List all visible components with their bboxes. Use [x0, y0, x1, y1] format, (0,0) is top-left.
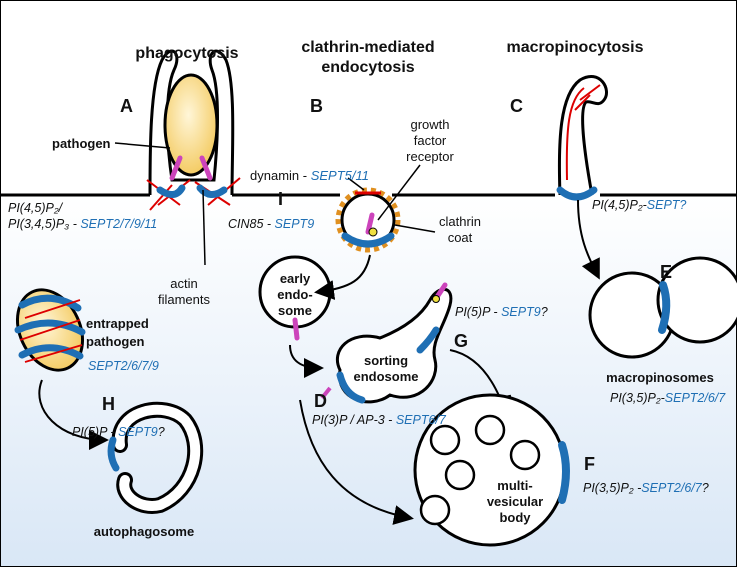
heading-clathrin-1: clathrin-mediated — [301, 39, 434, 56]
label-some: some — [278, 303, 312, 318]
label-actin: actin — [170, 276, 197, 291]
anno-a2: PI(3,4,5)P₃ - SEPT2/7/9/11 — [8, 217, 157, 231]
letter-a: A — [120, 96, 133, 116]
anno-d: PI(3)P / AP-3 - SEPT6/7 — [312, 413, 447, 427]
anno-entrapped: SEPT2/6/7/9 — [88, 359, 159, 373]
anno-dynamin: dynamin - SEPT5/11 — [250, 168, 369, 183]
label-coat: coat — [448, 230, 473, 245]
pathogen-shape — [163, 73, 219, 177]
label-endo: endo- — [277, 287, 312, 302]
heading-clathrin-2: endocytosis — [321, 59, 414, 76]
letter-e: E — [660, 262, 672, 282]
label-receptor: receptor — [406, 149, 454, 164]
label-filaments: filaments — [158, 292, 211, 307]
clathrin-pit — [335, 187, 401, 253]
label-early: early — [280, 271, 311, 286]
letter-g: G — [454, 331, 468, 351]
label-factor: factor — [414, 133, 447, 148]
entrapped-pathogen — [14, 288, 86, 372]
anno-a1: PI(4,5)P₂/ — [8, 201, 64, 215]
label-clathrin: clathrin — [439, 214, 481, 229]
anno-g: PI(5)P - SEPT9? — [455, 305, 548, 319]
anno-c: PI(4,5)P₂-SEPT? — [592, 198, 686, 212]
macropinosomes — [588, 256, 737, 359]
label-growth: growth — [410, 117, 449, 132]
letter-i: I — [278, 189, 283, 209]
label-entrapped: entrapped — [86, 316, 149, 331]
letter-f: F — [584, 454, 595, 474]
phagocytosis-cup — [146, 49, 241, 211]
autophagosome — [107, 401, 204, 514]
letter-c: C — [510, 96, 523, 116]
letter-h: H — [102, 394, 115, 414]
label-vesicular: vesicular — [487, 494, 543, 509]
label-entrapped-pathogen: pathogen — [86, 334, 145, 349]
multivesicular-body — [413, 393, 570, 547]
label-body: body — [499, 510, 531, 525]
label-multi: multi- — [497, 478, 532, 493]
macropinocytosis-ruffle — [556, 75, 608, 201]
letter-d: D — [314, 391, 327, 411]
anno-h: PI(5)P - SEPT9? — [72, 425, 165, 439]
label-macropinosomes: macropinosomes — [606, 370, 714, 385]
label-autophagosome: autophagosome — [94, 524, 194, 539]
letter-b: B — [310, 96, 323, 116]
heading-phagocytosis: phagocytosis — [135, 45, 238, 62]
label-sorting: sorting — [364, 353, 408, 368]
anno-e: PI(3,5)P₂-SEPT2/6/7 — [610, 391, 726, 405]
label-endosome: endosome — [353, 369, 418, 384]
receptor — [169, 155, 183, 181]
heading-macropinocytosis: macropinocytosis — [507, 39, 644, 56]
label-pathogen: pathogen — [52, 136, 111, 151]
sorting-endosome — [320, 282, 453, 404]
anno-f: PI(3,5)P₂ -SEPT2/6/7? — [583, 481, 709, 495]
anno-i: CIN85 - SEPT9 — [228, 217, 314, 231]
septin-ring — [156, 184, 186, 198]
